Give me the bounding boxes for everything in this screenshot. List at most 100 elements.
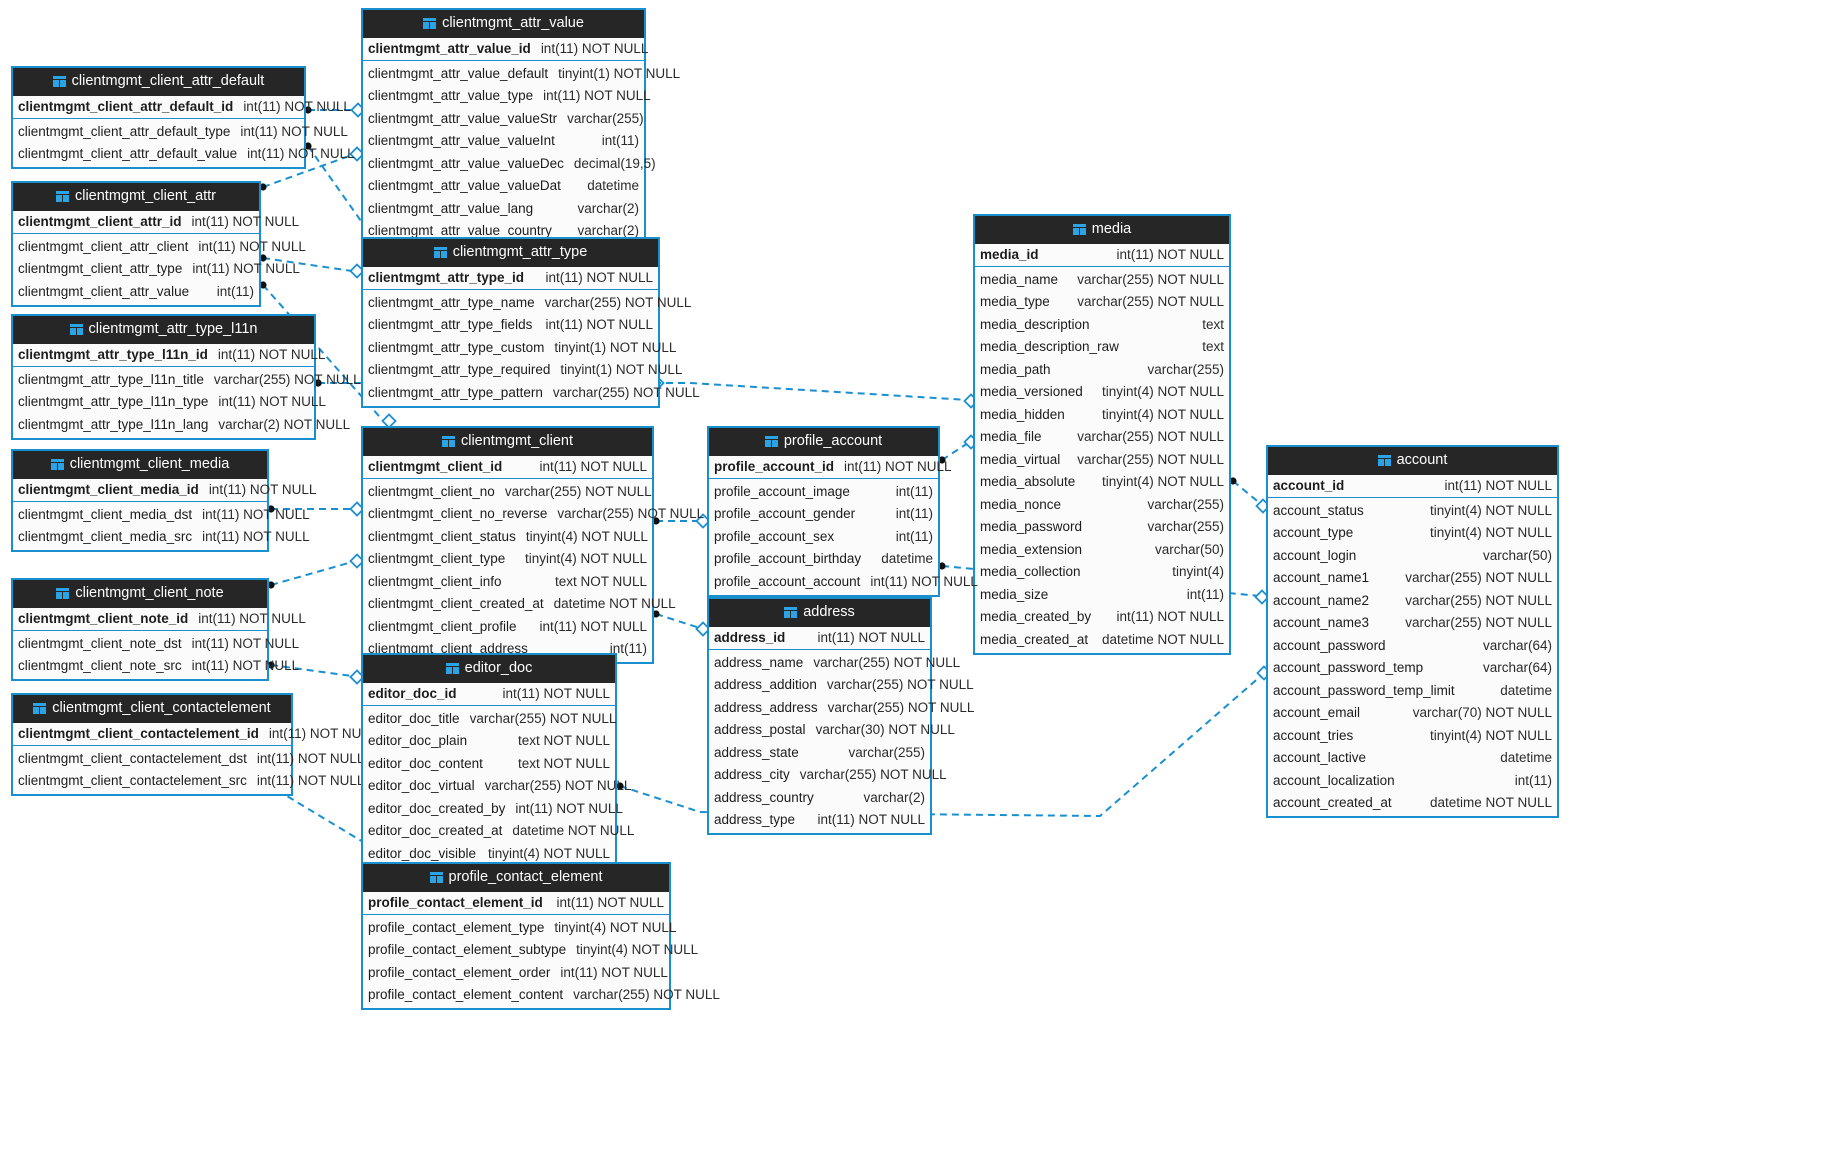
entity-header[interactable]: profile_contact_element — [363, 864, 669, 892]
entity-header[interactable]: clientmgmt_client_note — [13, 580, 267, 608]
entity-header[interactable]: clientmgmt_client_contactelement — [13, 695, 291, 723]
entity-header[interactable]: clientmgmt_client — [363, 428, 652, 456]
entity-header[interactable]: clientmgmt_client_attr — [13, 183, 259, 211]
entity-header[interactable]: clientmgmt_attr_type — [363, 239, 658, 267]
entity-header[interactable]: address — [709, 599, 930, 627]
entity-header[interactable]: editor_doc — [363, 655, 615, 683]
entity-header[interactable]: clientmgmt_attr_value — [363, 10, 644, 38]
entity-header[interactable]: media — [975, 216, 1229, 244]
entity-clientmgmt_client_attr[interactable]: clientmgmt_client_attr clientmgmt_client_… — [11, 181, 306, 307]
entity-header[interactable]: clientmgmt_client_attr_default — [13, 68, 304, 96]
entity-header[interactable]: profile_account — [709, 428, 938, 456]
